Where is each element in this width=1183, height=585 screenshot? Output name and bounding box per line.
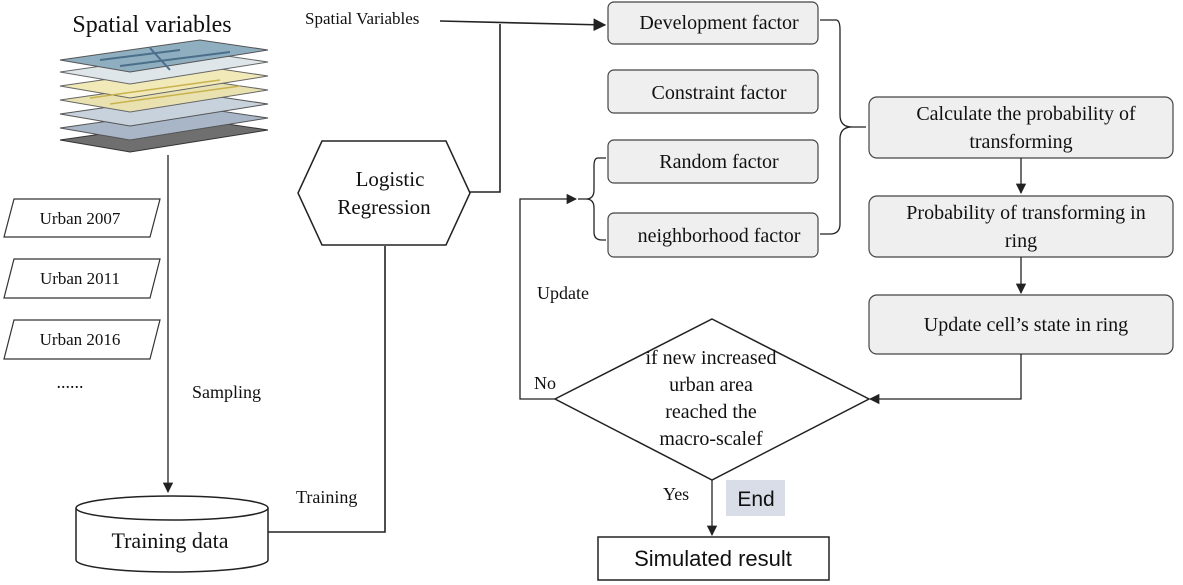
svg-text:macro-scalef: macro-scalef: [659, 428, 763, 450]
no-label: No: [534, 373, 556, 393]
svg-text:Urban 2011: Urban 2011: [40, 269, 120, 288]
svg-text:neighborhood factor: neighborhood factor: [638, 225, 801, 247]
training-connector: [268, 246, 386, 533]
svg-text:Development factor: Development factor: [639, 12, 799, 34]
svg-text:Urban 2007: Urban 2007: [40, 209, 121, 228]
random-neighborhood-left-brace: [578, 157, 606, 241]
regression-connector: [470, 24, 501, 193]
urban-2011-box: Urban 2011: [3, 258, 161, 299]
calculate-probability-box: Calculate the probability of transformin…: [868, 96, 1174, 159]
training-data-cylinder: Training data: [75, 495, 269, 573]
svg-text:Regression: Regression: [337, 195, 431, 219]
svg-text:Calculate the probability of: Calculate the probability of: [916, 103, 1136, 125]
svg-text:Simulated result: Simulated result: [634, 546, 792, 571]
svg-text:transforming: transforming: [969, 131, 1072, 153]
svg-text:Update cell’s state in ring: Update cell’s state in ring: [924, 314, 1128, 336]
development-factor-box: Development factor: [607, 1, 819, 45]
end-label-box: End: [726, 480, 785, 516]
spatial-variables-arrow: [439, 18, 607, 32]
svg-text:ring: ring: [1005, 230, 1037, 252]
update-label: Update: [537, 283, 589, 303]
random-factor-box: Random factor: [607, 139, 819, 184]
map-layers-stack-icon: [59, 39, 269, 153]
update-cell-state-box: Update cell’s state in ring: [868, 294, 1174, 355]
svg-text:if new increased: if new increased: [645, 347, 776, 369]
spatial-variables-input-label: Spatial Variables: [305, 9, 419, 28]
spatial-variables-title: Spatial variables: [72, 12, 231, 38]
svg-text:Random factor: Random factor: [659, 151, 779, 173]
update-to-decision-arrow: [868, 354, 1022, 405]
svg-text:Logistic: Logistic: [356, 167, 425, 191]
factors-right-brace: [820, 19, 866, 235]
logistic-regression-node: Logistic Regression: [297, 140, 471, 246]
constraint-factor-box: Constraint factor: [607, 69, 819, 114]
training-label: Training: [296, 487, 357, 507]
no-update-loop-arrow: [519, 193, 578, 400]
urban-ellipsis: ......: [57, 372, 84, 392]
yes-label: Yes: [663, 484, 689, 504]
svg-text:reached the: reached the: [665, 401, 757, 423]
svg-text:urban area: urban area: [669, 374, 753, 396]
urban-2007-box: Urban 2007: [3, 198, 161, 238]
svg-text:Constraint factor: Constraint factor: [652, 82, 787, 104]
svg-text:Urban 2016: Urban 2016: [40, 330, 121, 349]
probability-ring-box: Probability of transforming in ring: [868, 195, 1174, 258]
simulated-result-box: Simulated result: [597, 536, 830, 581]
svg-text:End: End: [737, 488, 774, 511]
svg-text:Probability of transforming in: Probability of transforming in: [906, 202, 1145, 224]
urban-2016-box: Urban 2016: [3, 319, 161, 360]
sampling-label: Sampling: [192, 382, 261, 402]
neighborhood-factor-box: neighborhood factor: [607, 212, 819, 258]
training-data-label: Training data: [111, 528, 228, 553]
decision-diamond: if new increased urban area reached the …: [553, 318, 871, 481]
